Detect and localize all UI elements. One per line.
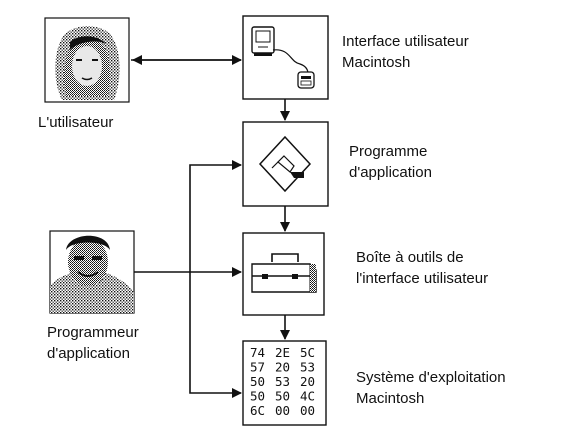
arrow-programmer-to-os [189,272,242,398]
programmer-label: Programmeur d'application [47,324,139,362]
user-portrait [44,17,130,103]
user-label: L'utilisateur [38,114,114,131]
hex-cell: 6C [250,403,265,418]
box-app-program [242,121,329,207]
hex-cell: 2E [275,345,290,360]
hex-cell: 50 [250,374,265,389]
hex-cell: 20 [300,374,315,389]
box-mac-ui [242,15,329,100]
os-label: Système d'exploitation Macintosh [356,369,506,407]
macintosh-icon [251,26,309,75]
hex-cell: 00 [275,403,290,418]
hex-cell: 4C [300,389,315,404]
toolbox-icon [251,253,317,293]
connectors [131,55,290,398]
hex-cell: 5C [300,345,315,360]
mouse-icon [297,71,315,89]
toolbox-label: Boîte à outils de l'interface utilisateu… [356,249,489,287]
hex-cell: 00 [300,403,315,418]
hex-cell: 53 [275,374,290,389]
programmer-portrait [49,230,135,314]
diamond-hand-icon [258,135,312,193]
hex-cell: 50 [275,389,290,404]
hex-cell: 50 [250,389,265,404]
hex-cell: 74 [250,345,265,360]
app-program-label: Programme d'application [349,143,432,181]
box-toolbox [242,232,325,316]
arrow-programmer-to-app [189,160,242,272]
hex-cell: 57 [250,360,265,375]
mac-ui-label: Interface utilisateur Macintosh [342,33,469,71]
hex-cell: 53 [300,360,315,375]
hex-cell: 20 [275,360,290,375]
